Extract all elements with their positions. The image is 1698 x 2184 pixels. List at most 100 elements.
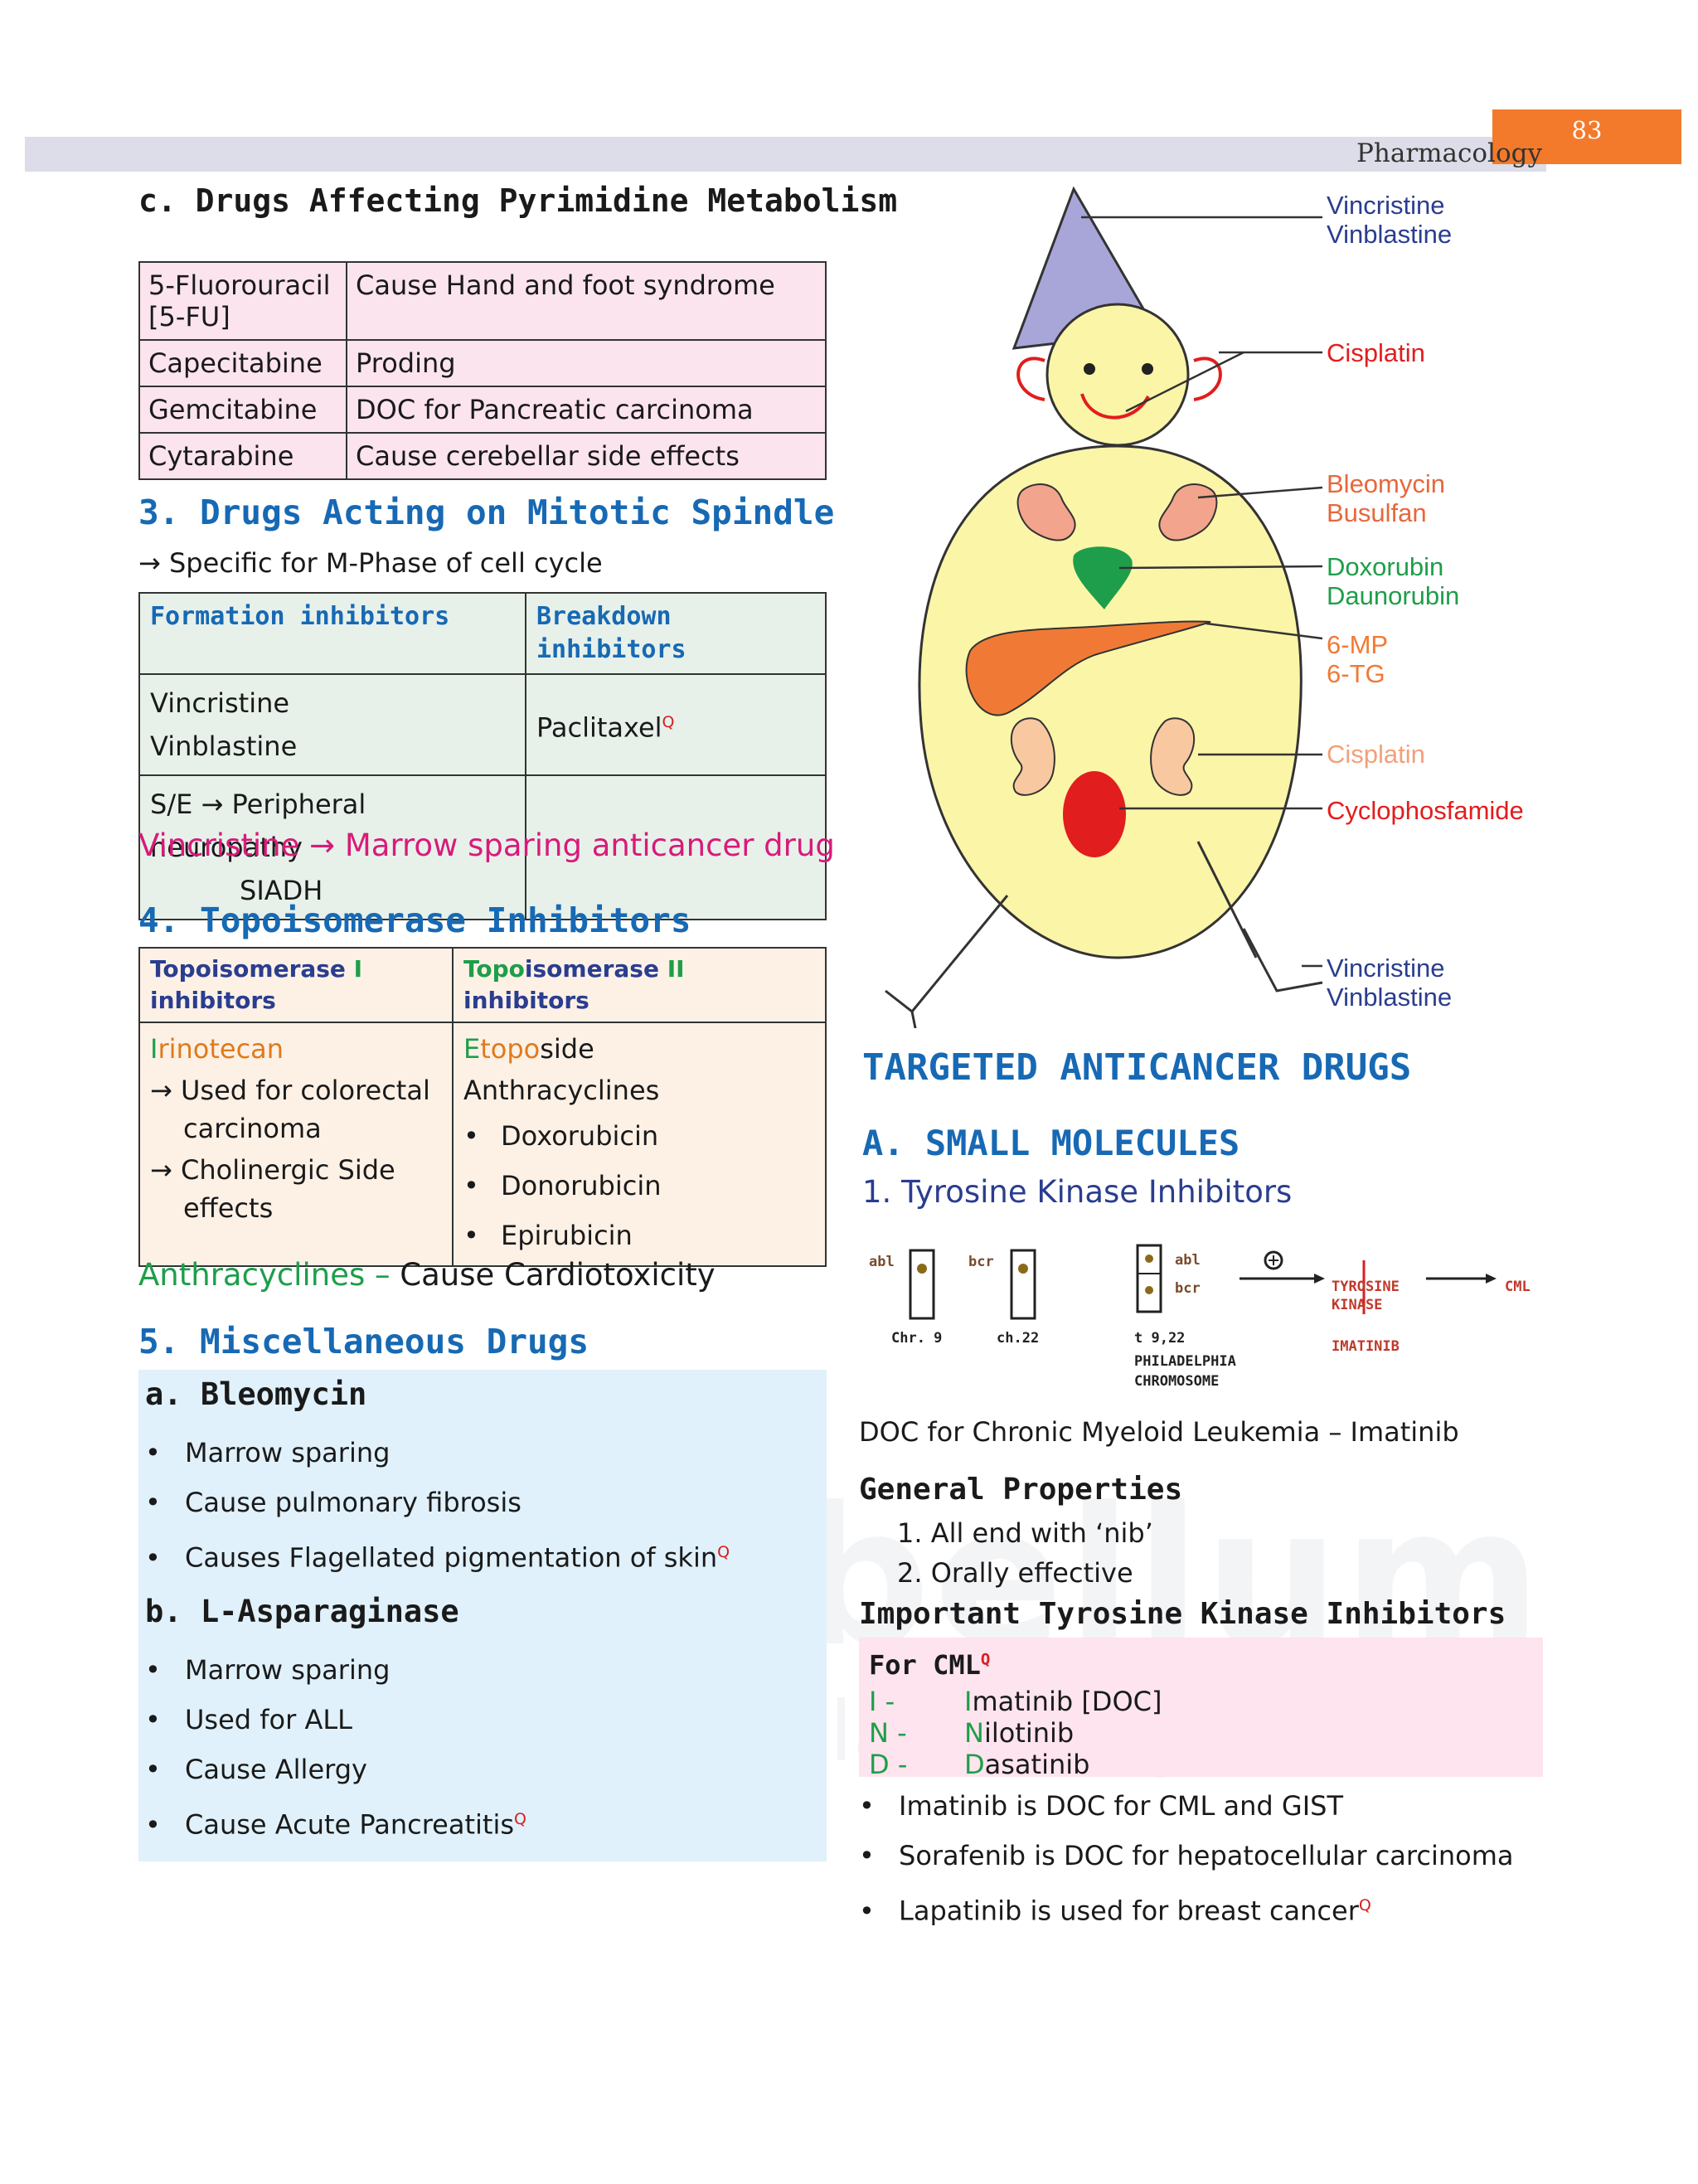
list-item-text: Cause Acute Pancreatitis (185, 1808, 515, 1841)
mnemonic-rest: ilotinib (983, 1717, 1075, 1749)
etoposide: Etoposide (463, 1028, 815, 1070)
sketch-kinase: KINASE (1332, 1297, 1383, 1313)
header-highlight: II (667, 955, 685, 983)
label-text: Bleomycin (1327, 469, 1445, 498)
section-3-subtitle: → Specific for M-Phase of cell cycle (138, 547, 603, 579)
vincristine-note: Vincristine → Marrow sparing anticancer … (138, 827, 835, 863)
sketch-abl-2: abl (1175, 1252, 1201, 1269)
header-text: inhibitors (150, 987, 276, 1014)
label-hat: Vincristine Vinblastine (1327, 191, 1452, 249)
cml-mnemonic-box: For CMLQ I -Imatinib [DOC] N -Nilotinib … (859, 1638, 1543, 1780)
label-text: Doxorubin (1327, 552, 1444, 581)
side-effect-line: SIADH (240, 875, 323, 906)
q-mark: Q (980, 1650, 991, 1669)
header-text: isomerase (524, 955, 667, 983)
col-header-topo-2: Topoisomerase II inhibitors (452, 947, 827, 1023)
left-leg (910, 895, 1009, 1012)
drug-cell: Gemcitabine (138, 386, 347, 434)
label-text: Vincristine (1327, 954, 1445, 983)
right-ear (1193, 357, 1222, 401)
q-mark: Q (662, 712, 675, 731)
list-item-text: Cause pulmonary fibrosis (185, 1487, 522, 1518)
list-item: •Marrow sparing (145, 1437, 391, 1468)
asparaginase-list: •Marrow sparing •Used for ALL •Cause All… (145, 1645, 526, 1850)
label-feet: Vincristine Vinblastine (1327, 954, 1452, 1012)
label-lungs: Bleomycin Busulfan (1327, 469, 1445, 527)
header-band (25, 137, 1546, 172)
subject-title: Pharmacology (1356, 138, 1542, 168)
breakdown-drug: Paclitaxel (536, 711, 662, 744)
empty-cell (525, 774, 827, 920)
list-item: •Marrow sparing (145, 1654, 391, 1686)
general-property-item: 2. Orally effective (897, 1557, 1133, 1589)
label-text: Vinblastine (1327, 220, 1453, 249)
irinotecan-rest: rinotecan (158, 1033, 284, 1065)
mouth (1080, 393, 1150, 420)
head-shape (1045, 303, 1190, 447)
drug-cell: Capecitabine (138, 339, 347, 387)
asparaginase-title: b. L-Asparaginase (145, 1594, 459, 1629)
anthracyclines-label: Anthracyclines (463, 1075, 660, 1106)
right-leg (1196, 841, 1258, 959)
sketch-chr22: ch.22 (997, 1330, 1040, 1347)
list-item: •Cause pulmonary fibrosis (145, 1487, 522, 1518)
note-cell: DOC for Pancreatic carcinoma (346, 386, 827, 434)
misc-box: a. Bleomycin •Marrow sparing •Cause pulm… (138, 1370, 827, 1861)
cml-title-text: For CML (869, 1649, 981, 1681)
label-text: Busulfan (1327, 498, 1427, 527)
cml-title: For CMLQ (869, 1649, 990, 1681)
heart-shape (1073, 546, 1133, 609)
bladder-shape (1063, 771, 1126, 857)
left-kidney (1010, 717, 1055, 796)
mnemonic-letter: I - (869, 1686, 895, 1717)
label-ears: Cisplatin (1327, 338, 1425, 367)
sketch-cml: CML (1505, 1279, 1531, 1295)
section-3-title: 3. Drugs Acting on Mitotic Spindle (138, 493, 835, 532)
list-item-text: Used for ALL (185, 1704, 352, 1735)
sketch-bcr: bcr (968, 1254, 994, 1270)
list-item-text: Sorafenib is DOC for hepatocellular carc… (899, 1840, 1514, 1871)
irinotecan-initial: I (150, 1033, 158, 1065)
list-item-text: Cause Allergy (185, 1754, 367, 1785)
col-header-breakdown: Breakdown inhibitors (525, 592, 827, 675)
col-header-topo-1: Topoisomerase I inhibitors (138, 947, 454, 1023)
anthra-drug: Donorubicin (501, 1170, 662, 1201)
mnemonic-list: I -Imatinib [DOC] N -Nilotinib D -Dasati… (869, 1686, 1162, 1780)
irinotecan-use: → Used for colorectal (150, 1075, 430, 1106)
right-kidney (1150, 717, 1196, 796)
topoisomerase-table: Topoisomerase I inhibitors Topoisomerase… (138, 947, 827, 1267)
sketch-abl: abl (869, 1254, 895, 1270)
body-shape (918, 444, 1303, 959)
note-cell: Cause Hand and foot syndrome (346, 261, 827, 341)
tki-bullets: •Imatinib is DOC for CML and GIST •Soraf… (859, 1781, 1513, 1936)
anthra-drug: Epirubicin (501, 1220, 633, 1251)
mnemonic-row: D -Dasatinib (869, 1749, 1162, 1780)
bleomycin-list: •Marrow sparing •Cause pulmonary fibrosi… (145, 1428, 730, 1583)
anthra-drug: Doxorubicin (501, 1120, 659, 1152)
header-text: inhibitors (463, 987, 589, 1014)
mnemonic-rest: matinib [DOC] (972, 1686, 1162, 1717)
irinotecan-se: → Cholinergic Side (150, 1154, 395, 1186)
drug-cell: 5-Fluorouracil [5-FU] (138, 261, 347, 341)
label-text: 6-MP (1327, 630, 1389, 659)
mnemonic-rest: asatinib (984, 1749, 1090, 1780)
breakdown-cell: PaclitaxelQ (525, 673, 827, 776)
q-mark: Q (1358, 1896, 1371, 1915)
important-tki-title: Important Tyrosine Kinase Inhibitors (859, 1597, 1506, 1631)
table-header-row: Topoisomerase I inhibitors Topoisomerase… (138, 947, 827, 1023)
mnemonic-letter: D - (869, 1749, 908, 1780)
irinotecan-use: carcinoma (183, 1113, 322, 1144)
section-4-title: 4. Topoisomerase Inhibitors (138, 900, 691, 940)
table-row: S/E → Peripheral neuropathy SIADH (138, 774, 827, 920)
table-row: Capecitabine Proding (138, 339, 827, 387)
label-heart: Doxorubin Daunorubin (1327, 552, 1459, 610)
note-cell: Cause cerebellar side effects (346, 432, 827, 480)
sketch-chromosome: CHROMOSOME (1134, 1373, 1220, 1390)
doc-cml-line: DOC for Chronic Myeloid Leukemia – Imati… (859, 1416, 1459, 1448)
topo-2-cell: Etoposide Anthracyclines •Doxorubicin •D… (452, 1022, 827, 1267)
general-properties-title: General Properties (859, 1473, 1183, 1507)
note-highlight: Anthracyclines – (138, 1257, 391, 1293)
side-effect-cell: S/E → Peripheral neuropathy SIADH (138, 774, 526, 920)
chromosome-sketch (909, 1244, 1497, 1320)
formation-drug: Vincristine (150, 687, 290, 719)
